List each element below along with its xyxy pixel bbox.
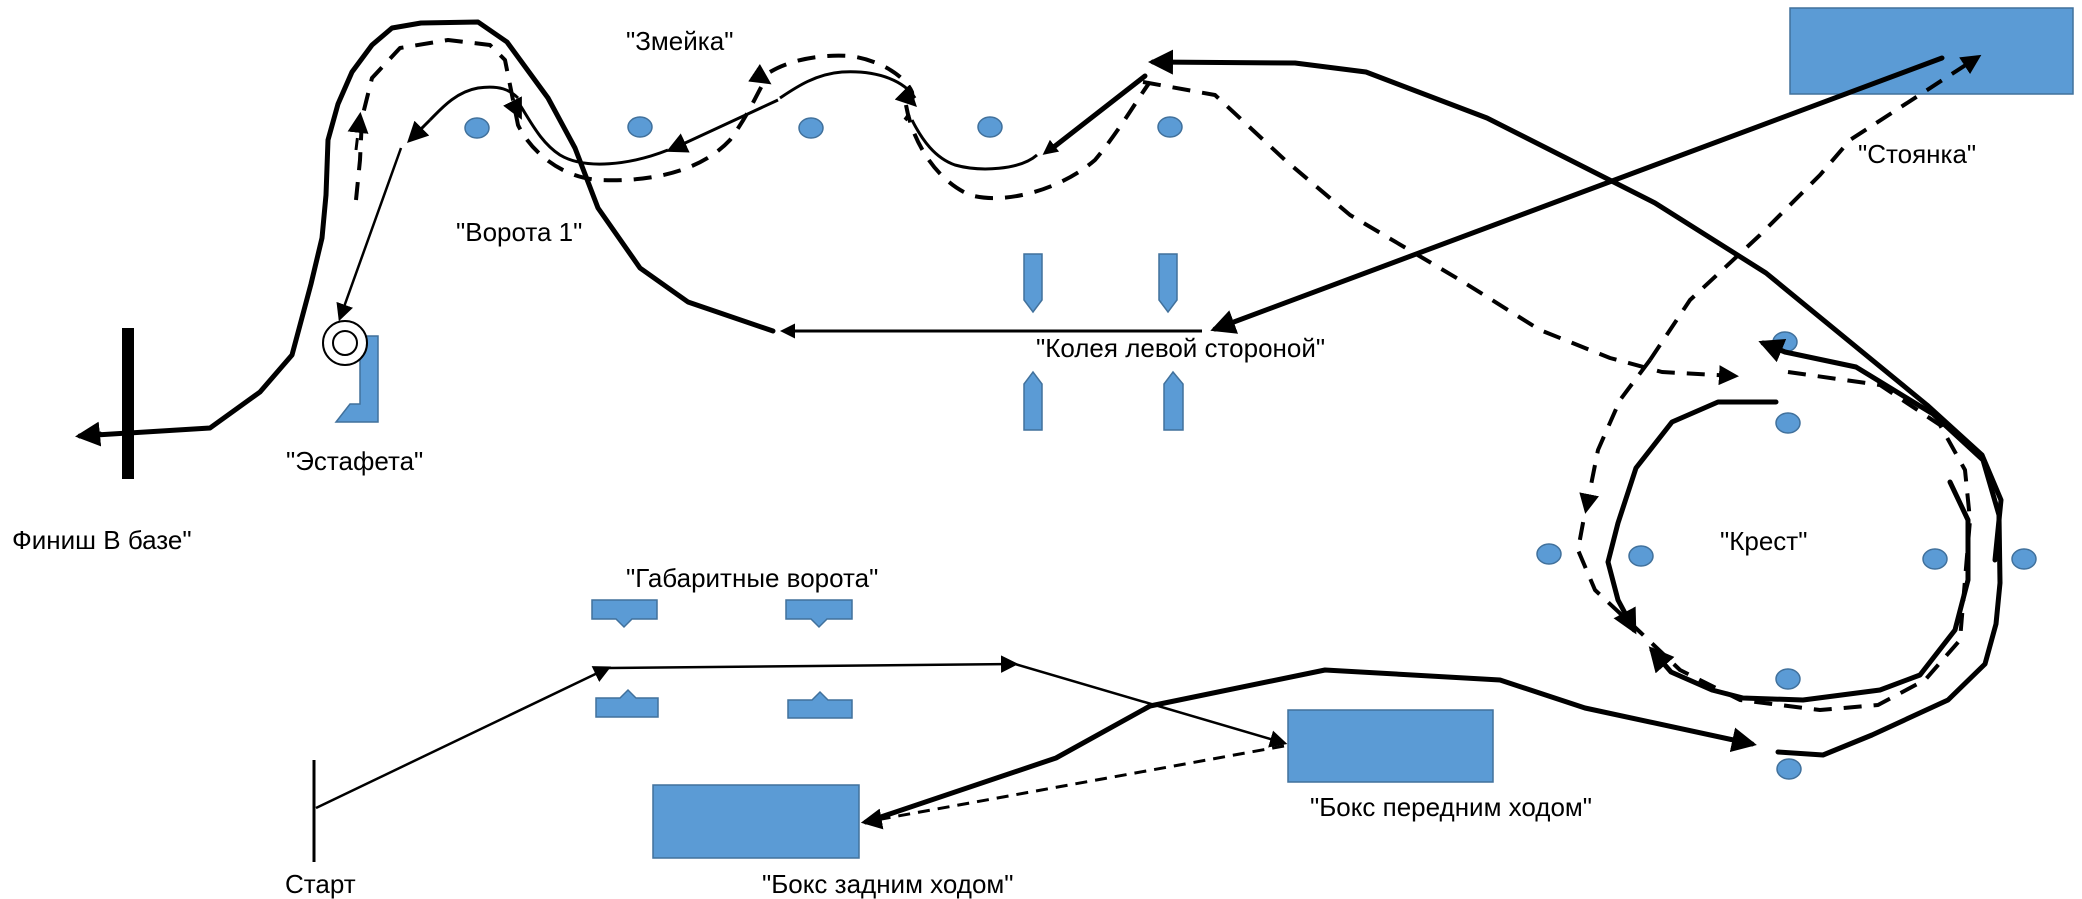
- cone: [1157, 116, 1183, 138]
- cross-cones: [1536, 331, 2037, 780]
- finish-line: [122, 328, 134, 479]
- gate-marker: [595, 688, 659, 718]
- cone: [1776, 758, 1802, 780]
- route-start-gate: [315, 666, 612, 810]
- track-marker: [1023, 370, 1043, 431]
- cone: [977, 116, 1003, 138]
- cone: [1775, 668, 1801, 690]
- cone: [1628, 545, 1654, 567]
- route-snake-hook: [428, 85, 520, 122]
- route-cross-inner: [1605, 399, 1779, 635]
- relay-marker: [334, 335, 379, 423]
- route-reverse-to-cross: [863, 667, 1757, 825]
- route-snake-hook-arrow: [407, 118, 432, 143]
- track-marker: [1023, 253, 1043, 314]
- gate-marker: [787, 690, 853, 719]
- route-box-to-box-dashed: [860, 744, 1285, 830]
- route-cross-dashed-outer: [1576, 370, 1972, 712]
- route-track-to-gate: [77, 19, 776, 439]
- label-finish: Финиш В базе": [12, 525, 192, 555]
- route-dashed-right-down: [1142, 80, 1739, 386]
- route-gate-to-box: [1014, 662, 1288, 748]
- route-dashed-to-parking: [1648, 54, 1982, 362]
- label-boks-perednim: "Бокс передним ходом": [1310, 792, 1592, 822]
- route-parking-to-track: [1210, 55, 1945, 334]
- label-koleya: "Колея левой стороной": [1036, 333, 1325, 363]
- route-snake-dashed: [354, 38, 767, 201]
- route-snake-dip: [516, 101, 669, 166]
- label-zmeyka: "Змейка": [626, 26, 733, 56]
- gate-marker: [591, 599, 658, 629]
- route-gate-through: [607, 655, 1019, 673]
- snake-cones: [464, 116, 1183, 139]
- cone: [1922, 548, 1948, 570]
- route-outer-right: [1148, 49, 2004, 563]
- route-snake-dashed-down2: [503, 96, 522, 120]
- label-estafeta: "Эстафета": [286, 446, 423, 476]
- route-cross-dashed-up: [1579, 358, 1652, 514]
- label-start: Старт: [285, 869, 356, 899]
- route-snake-solid-2: [1042, 74, 1146, 155]
- route-gate-to-relay: [336, 147, 403, 322]
- dimension-gate-markers: [591, 599, 853, 719]
- route-cross-right: [1648, 479, 1971, 703]
- parking-box: [1789, 7, 2074, 95]
- route-snake-left: [666, 98, 779, 153]
- route-snake-top: [779, 70, 917, 100]
- route-snake-dashed-up: [347, 111, 369, 151]
- route-snake-dashed-arrow1: [748, 63, 772, 85]
- cone: [2011, 548, 2037, 570]
- gate-marker: [785, 599, 853, 629]
- reverse-box: [652, 784, 860, 859]
- label-vorota1: "Ворота 1": [456, 217, 582, 247]
- label-krest: "Крест": [1720, 526, 1807, 556]
- label-boks-zadnim: "Бокс задним ходом": [762, 869, 1014, 899]
- cone: [464, 117, 490, 139]
- forward-box: [1287, 709, 1494, 783]
- route-snake-arc: [910, 119, 1038, 171]
- relay-circle-inner: [332, 330, 358, 356]
- route-snake-dashed-down1: [894, 84, 917, 107]
- cone: [798, 117, 824, 139]
- track-marker: [1163, 370, 1184, 431]
- track-markers: [1023, 253, 1184, 431]
- cone: [1536, 543, 1562, 565]
- track-marker: [1158, 253, 1178, 314]
- finish-arrow: [75, 421, 103, 447]
- route-snake-dashed-top: [768, 53, 915, 122]
- label-stoyanka: "Стоянка": [1858, 139, 1976, 169]
- cone: [627, 116, 653, 138]
- label-gabaritnye: "Габаритные ворота": [626, 563, 878, 593]
- route-cross-loop: [1758, 339, 2003, 758]
- cone: [1775, 412, 1801, 434]
